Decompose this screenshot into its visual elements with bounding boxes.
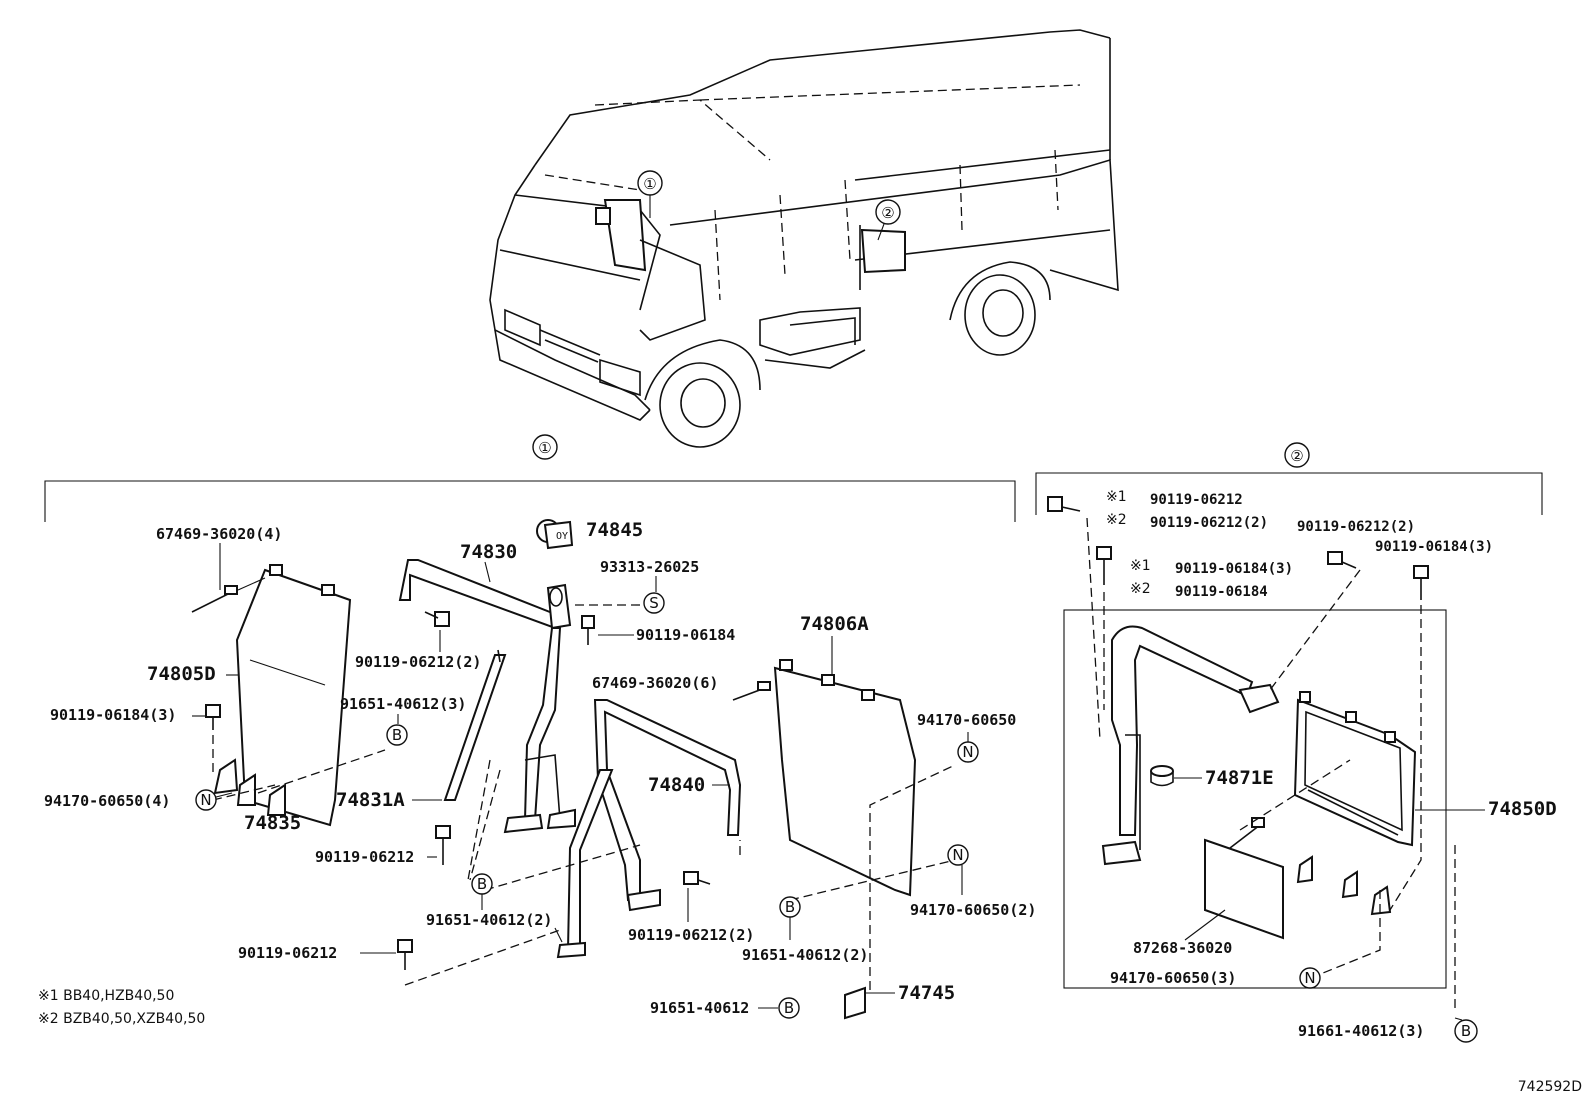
part-74806A-shape xyxy=(773,666,917,897)
label-74830: 74830 xyxy=(460,541,517,563)
label-74806A: 74806A xyxy=(800,613,869,635)
label-91651-40612-3: 91651-40612(3) xyxy=(340,695,466,713)
section-1: ① OY xyxy=(44,434,1016,1020)
label-91661-40612-3: 91661-40612(3) xyxy=(1298,1022,1424,1040)
footnote-1: ※1 BB40,HZB40,50 xyxy=(38,988,174,1004)
footnote-2: ※2 BZB40,50,XZB40,50 xyxy=(38,1011,205,1027)
label-74845: 74845 xyxy=(586,519,643,541)
label-90119-06212-b: 90119-06212 xyxy=(238,944,337,962)
label-90119-06184-s2: 90119-06184 xyxy=(1175,584,1268,600)
label-91651-40612: 91651-40612 xyxy=(650,999,749,1017)
part-74830-shape xyxy=(398,559,562,630)
label-67469-36020-4: 67469-36020(4) xyxy=(156,525,282,543)
assembly-74850D-box xyxy=(1063,609,1447,989)
section-1-bracket xyxy=(44,480,1016,522)
svg-text:N: N xyxy=(962,743,973,761)
vehicle-illustration xyxy=(489,29,1119,448)
label-90119-06184-3-right: 90119-06184(3) xyxy=(1375,539,1493,555)
mark-2-a: ※2 xyxy=(1106,512,1127,528)
vehicle-callout-1: ① xyxy=(637,170,663,218)
mark-1-b: ※1 xyxy=(1130,558,1151,574)
svg-text:②: ② xyxy=(1290,447,1303,465)
section-2-bracket xyxy=(1035,472,1543,515)
vehicle-callout-2: ② xyxy=(875,199,901,241)
label-90119-06212-s1: 90119-06212 xyxy=(1150,492,1243,508)
label-94170-60650-2: 94170-60650(2) xyxy=(910,901,1036,919)
section-1-marker: ① xyxy=(532,434,558,460)
label-94170-60650-3: 94170-60650(3) xyxy=(1110,969,1236,987)
part-74831A-shape xyxy=(443,654,507,801)
svg-text:①: ① xyxy=(643,175,656,193)
label-94170-60650-4: 94170-60650(4) xyxy=(44,792,170,810)
label-91651-40612-2-b: 91651-40612(2) xyxy=(742,946,868,964)
section-2-marker: ② xyxy=(1284,442,1310,468)
label-90119-06212-2-b: 90119-06212(2) xyxy=(628,926,754,944)
footnotes: ※1 BB40,HZB40,50 ※2 BZB40,50,XZB40,50 xyxy=(38,988,205,1027)
illustration-code: 742592D xyxy=(1518,1079,1582,1095)
label-74871E: 74871E xyxy=(1205,767,1274,789)
part-74840-shape xyxy=(593,699,742,901)
part-74845-shape: OY xyxy=(536,519,574,550)
svg-text:B: B xyxy=(785,898,795,916)
label-90119-06184-3-s1: 90119-06184(3) xyxy=(1175,561,1293,577)
label-67469-36020-6: 67469-36020(6) xyxy=(592,674,718,692)
section-2: ② xyxy=(1035,442,1543,1008)
mark-1-a: ※1 xyxy=(1106,489,1127,505)
label-87268-36020: 87268-36020 xyxy=(1133,939,1232,957)
label-90119-06212-2-s2: 90119-06212(2) xyxy=(1150,515,1268,531)
part-74805D-shape xyxy=(235,568,352,827)
label-74805D: 74805D xyxy=(147,663,216,685)
label-90119-06184-3: 90119-06184(3) xyxy=(50,706,176,724)
svg-text:B: B xyxy=(477,875,487,893)
svg-text:②: ② xyxy=(881,204,894,222)
mark-2-b: ※2 xyxy=(1130,581,1151,597)
section-2-labels: ※1 90119-06212 ※2 90119-06212(2) ※1 9011… xyxy=(1106,489,1557,1043)
svg-text:OY: OY xyxy=(556,531,568,542)
label-90119-06212-a: 90119-06212 xyxy=(315,848,414,866)
label-90119-06184: 90119-06184 xyxy=(636,626,735,644)
label-91651-40612-2-a: 91651-40612(2) xyxy=(426,911,552,929)
label-74745: 74745 xyxy=(898,982,955,1004)
section-1-labels: 67469-36020(4) 74805D 90119-06184(3) 941… xyxy=(44,519,1036,1019)
part-87268-36020-shape xyxy=(1204,838,1284,940)
svg-text:B: B xyxy=(784,999,794,1017)
svg-text:N: N xyxy=(952,846,963,864)
part-74745-shape xyxy=(844,986,866,1020)
label-90119-06212-2-a: 90119-06212(2) xyxy=(355,653,481,671)
svg-text:B: B xyxy=(1461,1022,1471,1040)
svg-text:N: N xyxy=(1304,969,1315,987)
svg-text:B: B xyxy=(392,726,402,744)
label-74840: 74840 xyxy=(648,774,705,796)
label-74835: 74835 xyxy=(244,812,301,834)
label-93313-26025: 93313-26025 xyxy=(600,558,699,576)
svg-text:S: S xyxy=(649,594,659,612)
label-74831A: 74831A xyxy=(336,789,405,811)
svg-text:①: ① xyxy=(538,439,551,457)
svg-text:N: N xyxy=(200,791,211,809)
label-90119-06212-2-c: 90119-06212(2) xyxy=(1297,519,1415,535)
label-74850D: 74850D xyxy=(1488,798,1557,820)
label-94170-60650: 94170-60650 xyxy=(917,711,1016,729)
